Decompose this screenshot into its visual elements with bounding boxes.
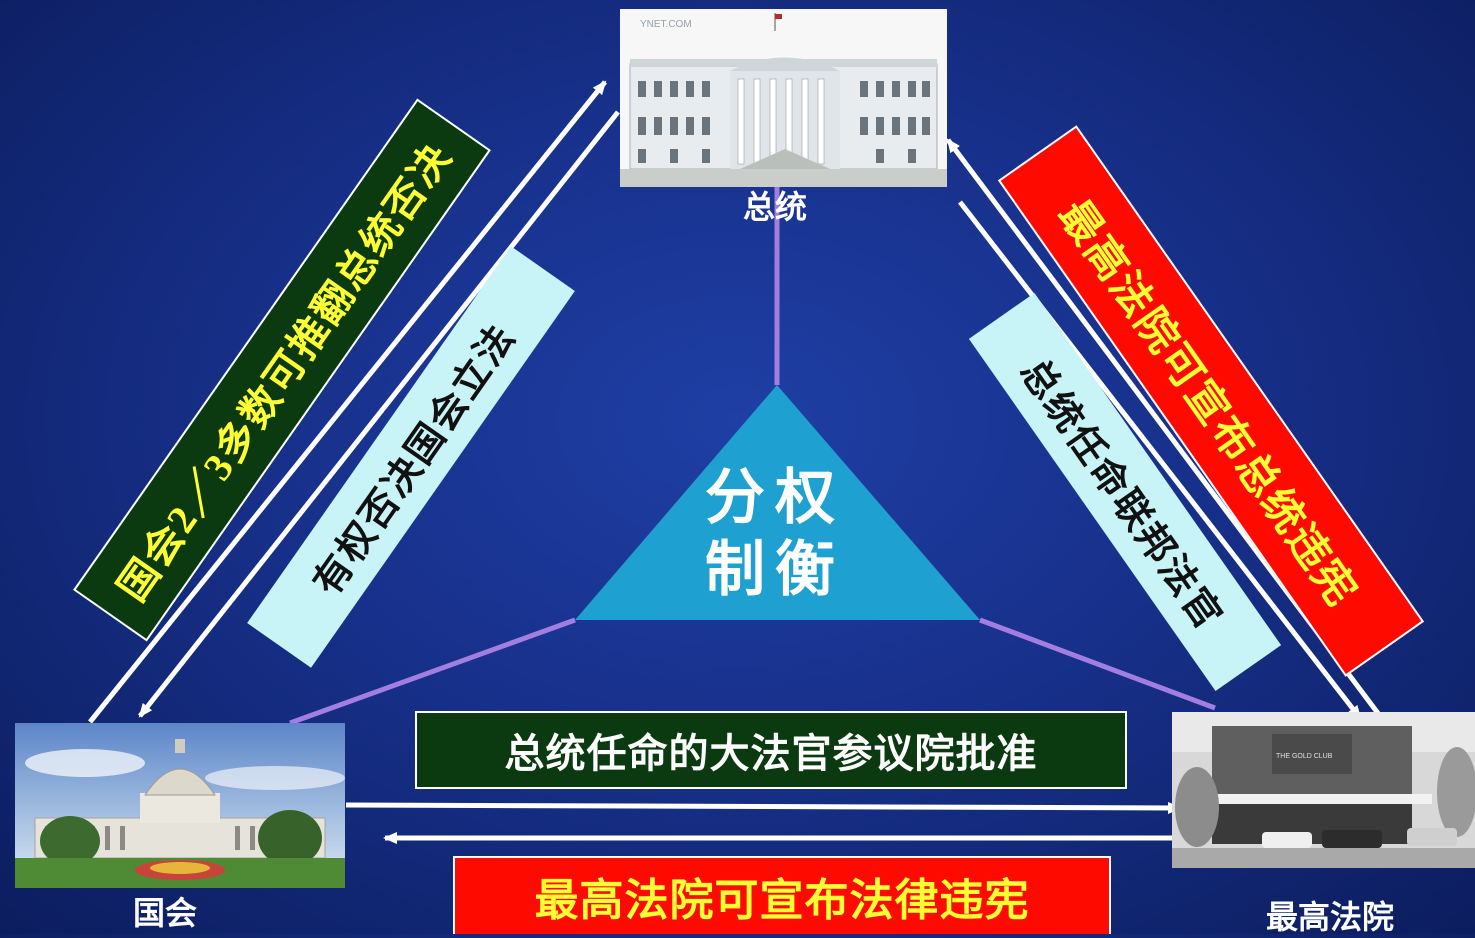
capitol-image	[15, 723, 345, 888]
center-title-line1: 分权	[705, 463, 845, 533]
white-house-image: YNET.COM	[620, 9, 947, 187]
arrow-congress-to-court	[345, 801, 1182, 814]
president-label: 总统	[742, 188, 807, 226]
watermark-text: YNET.COM	[640, 19, 692, 30]
connector-center-congress	[289, 617, 576, 726]
arrow-president-to-congress	[138, 110, 620, 718]
banner-court-law: 最高法院可宣布法律违宪	[453, 856, 1111, 934]
banner-senate-approval: 总统任命的大法官参议院批准	[415, 711, 1127, 789]
arrow-congress-to-president	[88, 80, 607, 724]
banner-senate-approval-text: 总统任命的大法官参议院批准	[504, 730, 1038, 777]
center-triangle	[575, 385, 980, 620]
center-title: 分权 制衡	[690, 462, 860, 606]
court-image: THE GOLD CLUB	[1172, 712, 1475, 868]
center-title-line2: 制衡	[705, 535, 845, 605]
congress-label: 国会	[132, 894, 197, 932]
connector-center-court	[979, 617, 1216, 711]
court-sign-text: THE GOLD CLUB	[1276, 753, 1333, 760]
court-label: 最高法院	[1265, 898, 1394, 936]
arrow-president-to-court	[958, 200, 1362, 720]
banner-court-law-text: 最高法院可宣布法律违宪	[534, 876, 1030, 925]
